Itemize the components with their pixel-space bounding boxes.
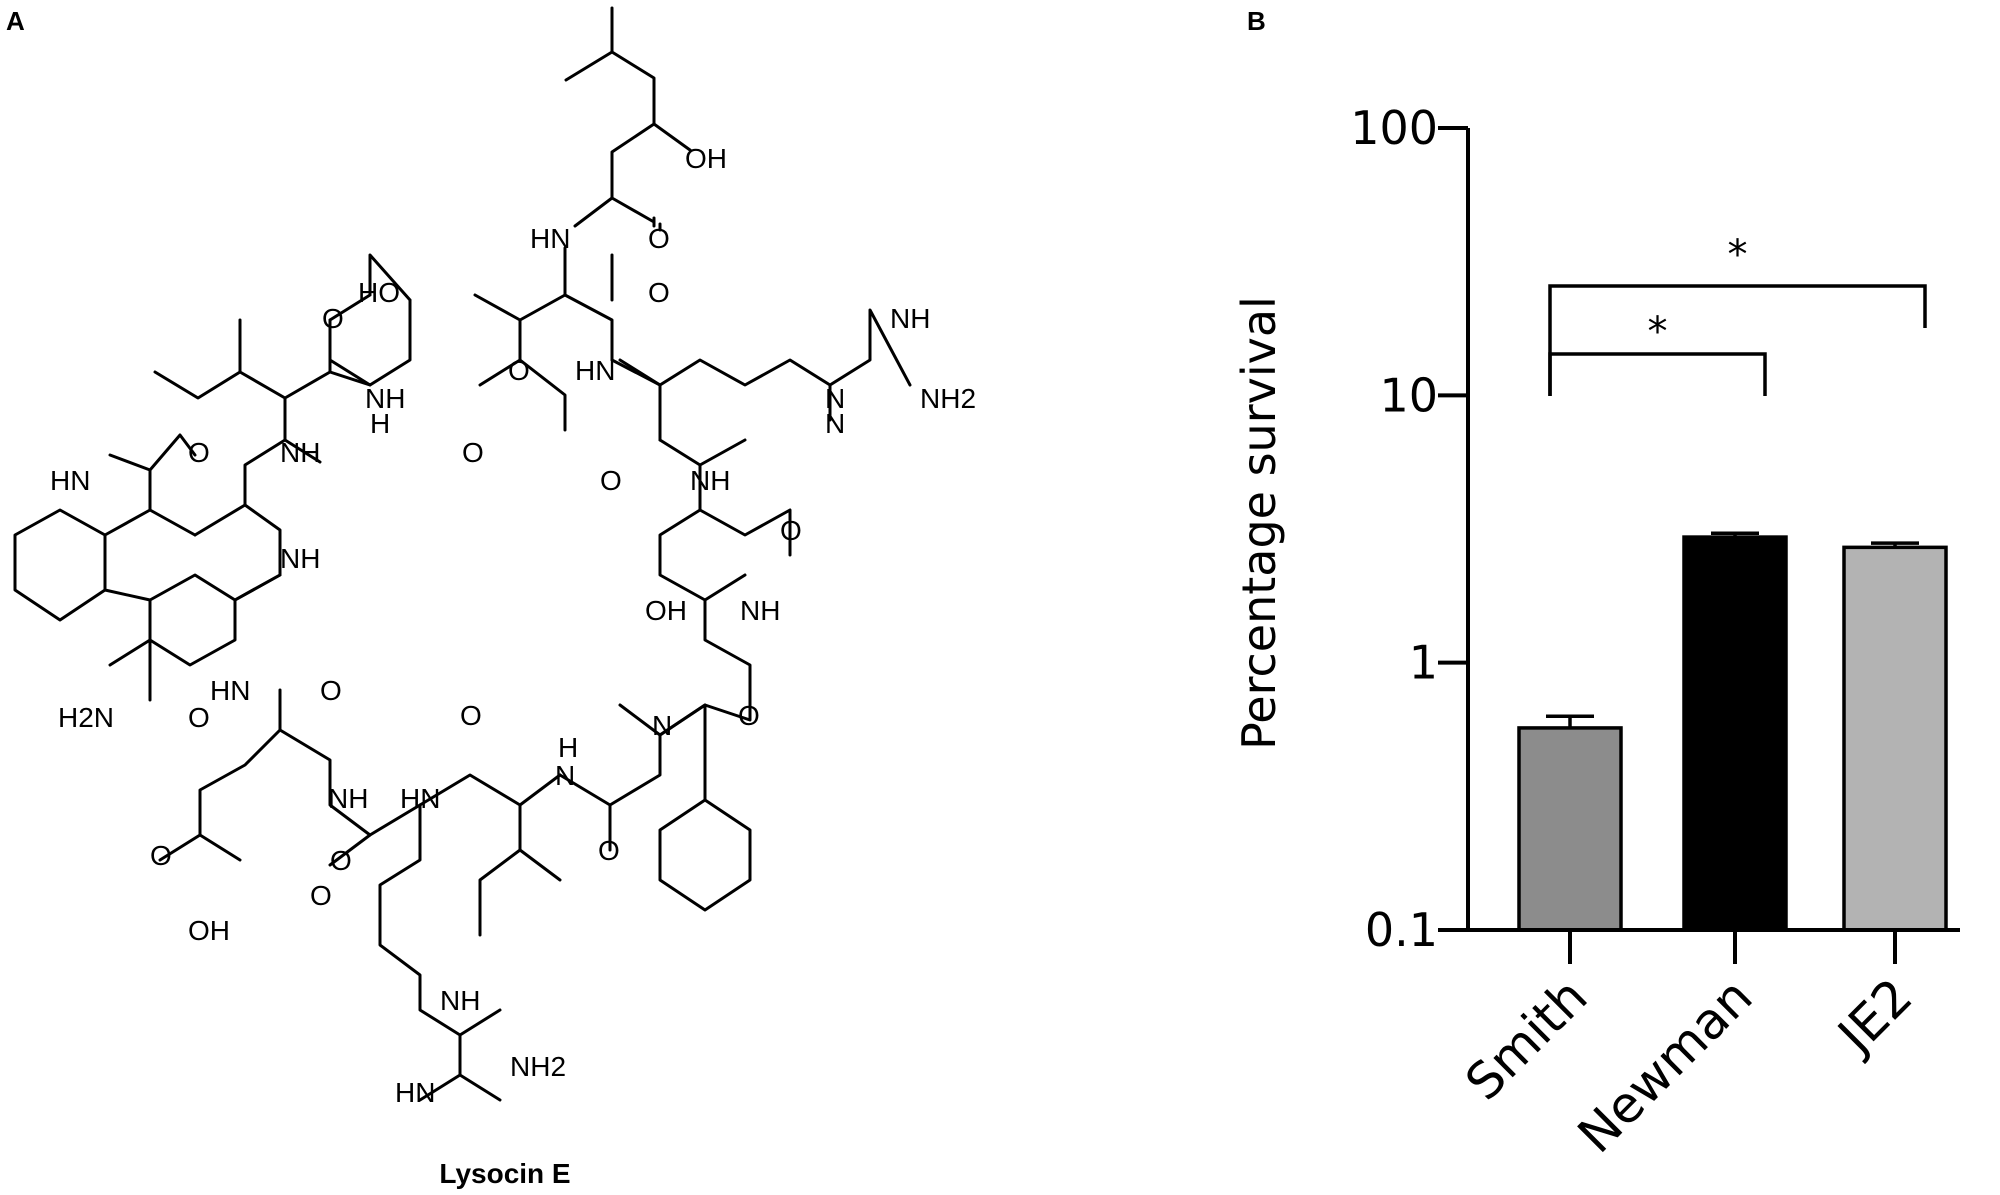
atom-label: O xyxy=(648,277,670,308)
y-axis-title: Percentage survival xyxy=(1232,296,1286,750)
atom-label: HN xyxy=(210,675,250,706)
atom-label: NH xyxy=(280,543,320,574)
atom-label: O xyxy=(188,437,210,468)
atom-label: HO xyxy=(358,277,400,308)
atom-label: NH xyxy=(365,383,405,414)
atom-label: OH xyxy=(188,915,230,946)
atom-label: O xyxy=(508,355,530,386)
atom-label: N xyxy=(825,383,845,414)
bar-newman xyxy=(1682,535,1788,932)
atom-label: NH xyxy=(740,595,780,626)
atom-label: HN xyxy=(50,465,90,496)
significance-star: * xyxy=(1648,309,1668,355)
y-tick-label: 10 xyxy=(1379,368,1438,422)
bar-je2 xyxy=(1842,545,1948,932)
significance-star: * xyxy=(1728,232,1748,278)
atom-label: OH xyxy=(685,143,727,174)
atom-label: O xyxy=(600,465,622,496)
atom-label: NH xyxy=(890,303,930,334)
atom-label: O xyxy=(598,835,620,866)
atom-labels: OH HN O HO O O NH O HN NH N H NH2 O N O … xyxy=(50,143,976,1108)
atom-label: H2N xyxy=(58,702,114,733)
atom-label: NH2 xyxy=(510,1051,566,1082)
x-tick-label-smith: Smith xyxy=(1454,967,1598,1111)
atom-label: H xyxy=(558,732,578,763)
atom-label: NH2 xyxy=(920,383,976,414)
panel-b: B Percentage survival 0.1 1 10 100 SmithNew… xyxy=(1232,6,1960,1164)
atom-label: O xyxy=(322,303,344,334)
error-bars xyxy=(1546,531,1919,728)
atom-label: OH xyxy=(645,595,687,626)
atom-label: O xyxy=(320,675,342,706)
panel-b-letter: B xyxy=(1247,6,1266,36)
atom-label: HN xyxy=(530,223,570,254)
atom-label: NH xyxy=(328,783,368,814)
atom-label: O xyxy=(648,223,670,254)
atom-label: N xyxy=(555,760,575,791)
atom-label: NH xyxy=(440,985,480,1016)
atom-label: N xyxy=(825,408,845,439)
bar-smith xyxy=(1517,726,1623,932)
atom-label: H xyxy=(370,408,390,439)
atom-label: O xyxy=(460,700,482,731)
y-tick-label: 1 xyxy=(1409,636,1438,690)
panel-a-letter: A xyxy=(6,6,25,36)
atom-label: O xyxy=(780,515,802,546)
atom-label: HN xyxy=(395,1077,435,1108)
significance-bracket xyxy=(1548,284,1927,396)
y-tick-label: 100 xyxy=(1350,101,1438,155)
atom-label: NH xyxy=(690,465,730,496)
atom-label: O xyxy=(330,845,352,876)
significance-bracket xyxy=(1548,352,1767,396)
atom-label: HN xyxy=(400,783,440,814)
atom-label: O xyxy=(150,840,172,871)
compound-name: Lysocin E xyxy=(439,1158,570,1189)
atom-label: O xyxy=(310,880,332,911)
atom-label: O xyxy=(738,700,760,731)
x-tick-label-newman: Newman xyxy=(1567,967,1764,1164)
y-tick-label: 0.1 xyxy=(1365,903,1438,957)
survival-bar-chart: Percentage survival 0.1 1 10 100 SmithNewma… xyxy=(1232,101,1960,1164)
y-axis-ticks: 0.1 1 10 100 xyxy=(1350,101,1468,957)
significance-brackets: ** xyxy=(1548,232,1927,396)
lysocin-e-structure xyxy=(13,6,912,1102)
atom-label: O xyxy=(188,702,210,733)
atom-label: N xyxy=(652,710,672,741)
atom-label: O xyxy=(462,437,484,468)
atom-label: HN xyxy=(575,355,615,386)
atom-label: NH xyxy=(280,437,320,468)
x-tick-label-je2: JE2 xyxy=(1825,967,1923,1065)
bars xyxy=(1517,535,1948,932)
panel-a: A xyxy=(6,6,976,1189)
